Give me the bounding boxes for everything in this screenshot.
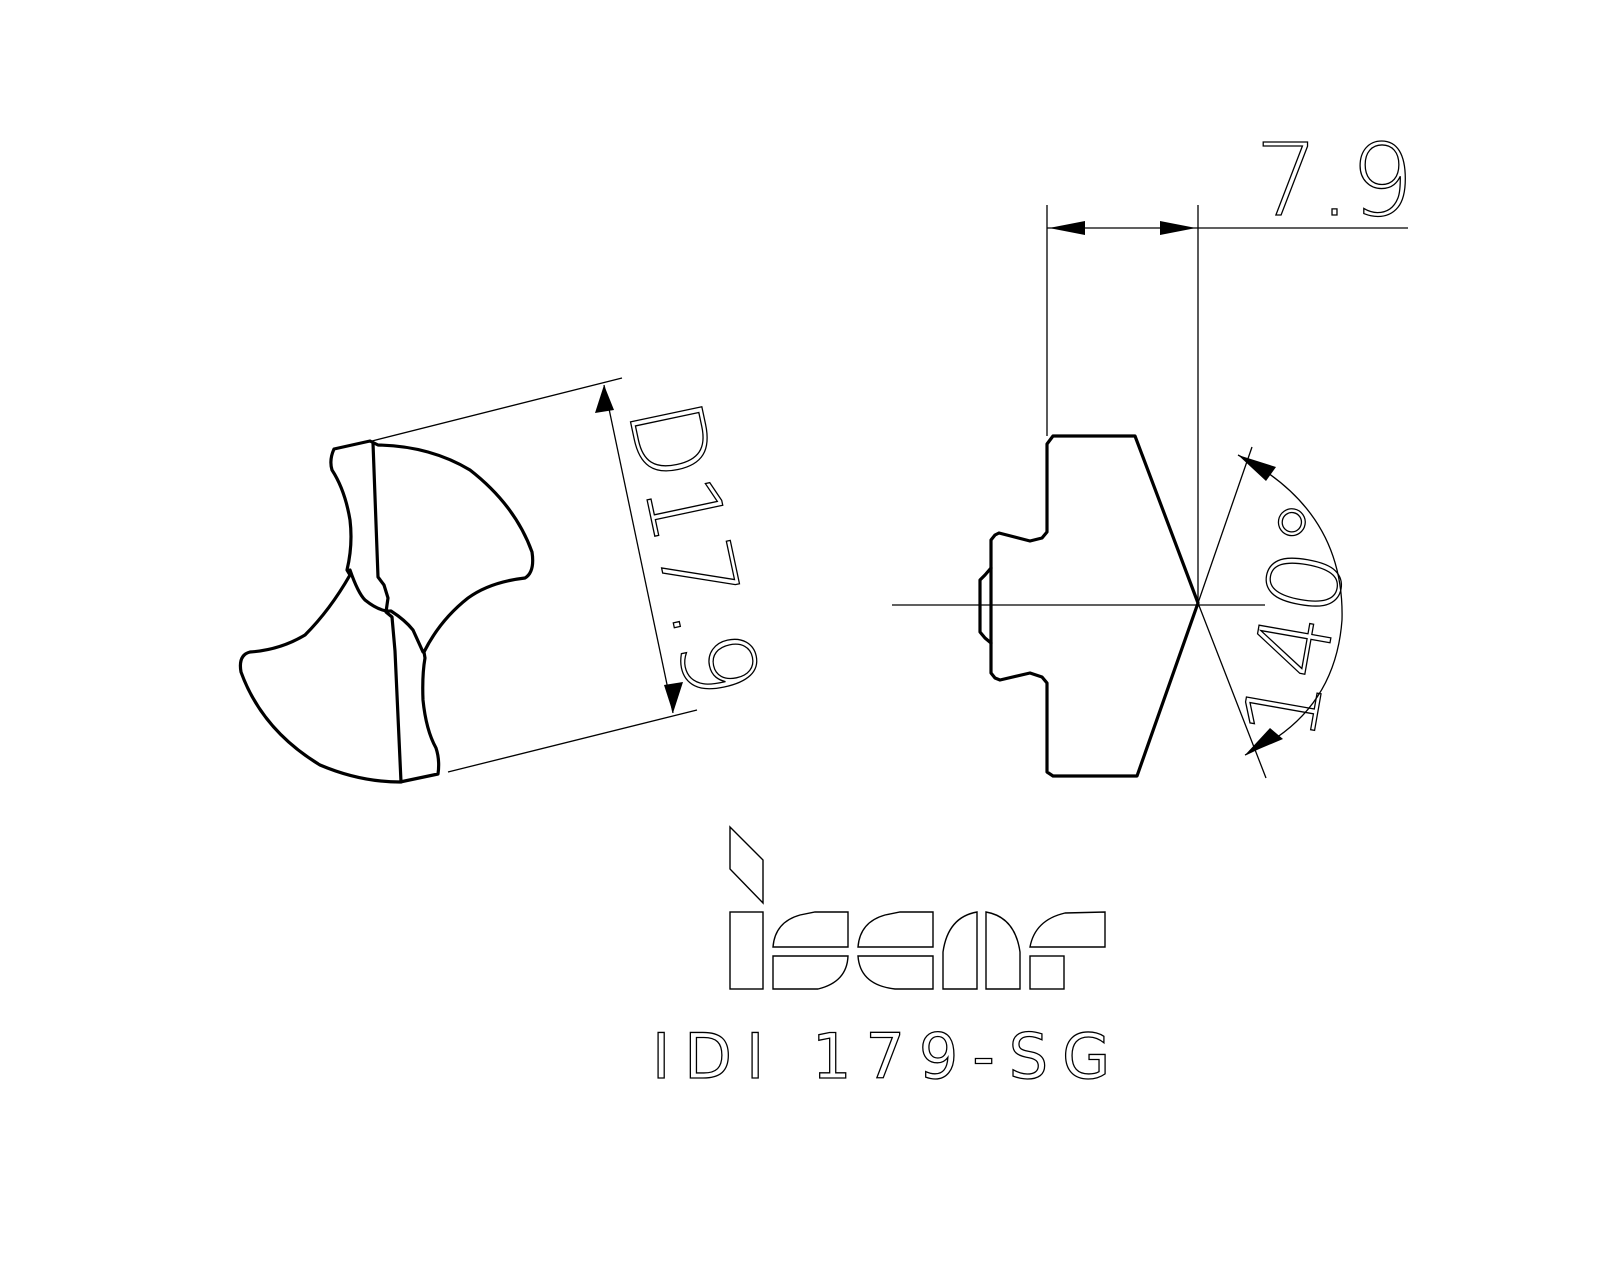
angle-arc bbox=[1237, 454, 1343, 756]
logo-c-top bbox=[857, 911, 934, 948]
chisel-edge-line bbox=[371, 441, 403, 784]
arrow-down bbox=[664, 682, 683, 713]
extension-line-top bbox=[371, 377, 623, 442]
angle-arrow-top bbox=[1238, 455, 1276, 481]
side-view: 7.9 140° bbox=[892, 121, 1415, 779]
logo-r-top bbox=[1029, 911, 1106, 948]
iscar-logo bbox=[729, 825, 1106, 990]
arrow-right bbox=[1160, 221, 1196, 235]
logo-a-left bbox=[942, 911, 978, 990]
angle-arrow-bottom bbox=[1245, 728, 1283, 755]
insert-profile-outline bbox=[989, 434, 1200, 778]
arrow-left bbox=[1049, 221, 1085, 235]
angle-label: 140° bbox=[1220, 492, 1377, 750]
logo-i bbox=[729, 911, 764, 990]
logo-s-bottom bbox=[772, 955, 849, 990]
angle-leg-top bbox=[1197, 446, 1253, 604]
extension-line-bottom bbox=[447, 709, 698, 773]
logo-r-bottom bbox=[1029, 955, 1065, 990]
pilot-stub bbox=[978, 566, 993, 645]
diameter-label: D17.9 bbox=[605, 391, 782, 708]
logo-c-bottom bbox=[857, 955, 934, 990]
logo-a-right bbox=[985, 911, 1021, 990]
product-code-label: IDI 179-SG bbox=[652, 1020, 1124, 1093]
end-view: D17.9 bbox=[238, 377, 782, 784]
logo-i-dot bbox=[729, 825, 764, 905]
diameter-dimension-line bbox=[603, 384, 674, 714]
logo-s-top bbox=[772, 911, 849, 948]
arrow-up bbox=[595, 385, 614, 413]
length-label: 7.9 bbox=[1255, 122, 1414, 239]
chisel-edge-line-2 bbox=[348, 568, 425, 654]
